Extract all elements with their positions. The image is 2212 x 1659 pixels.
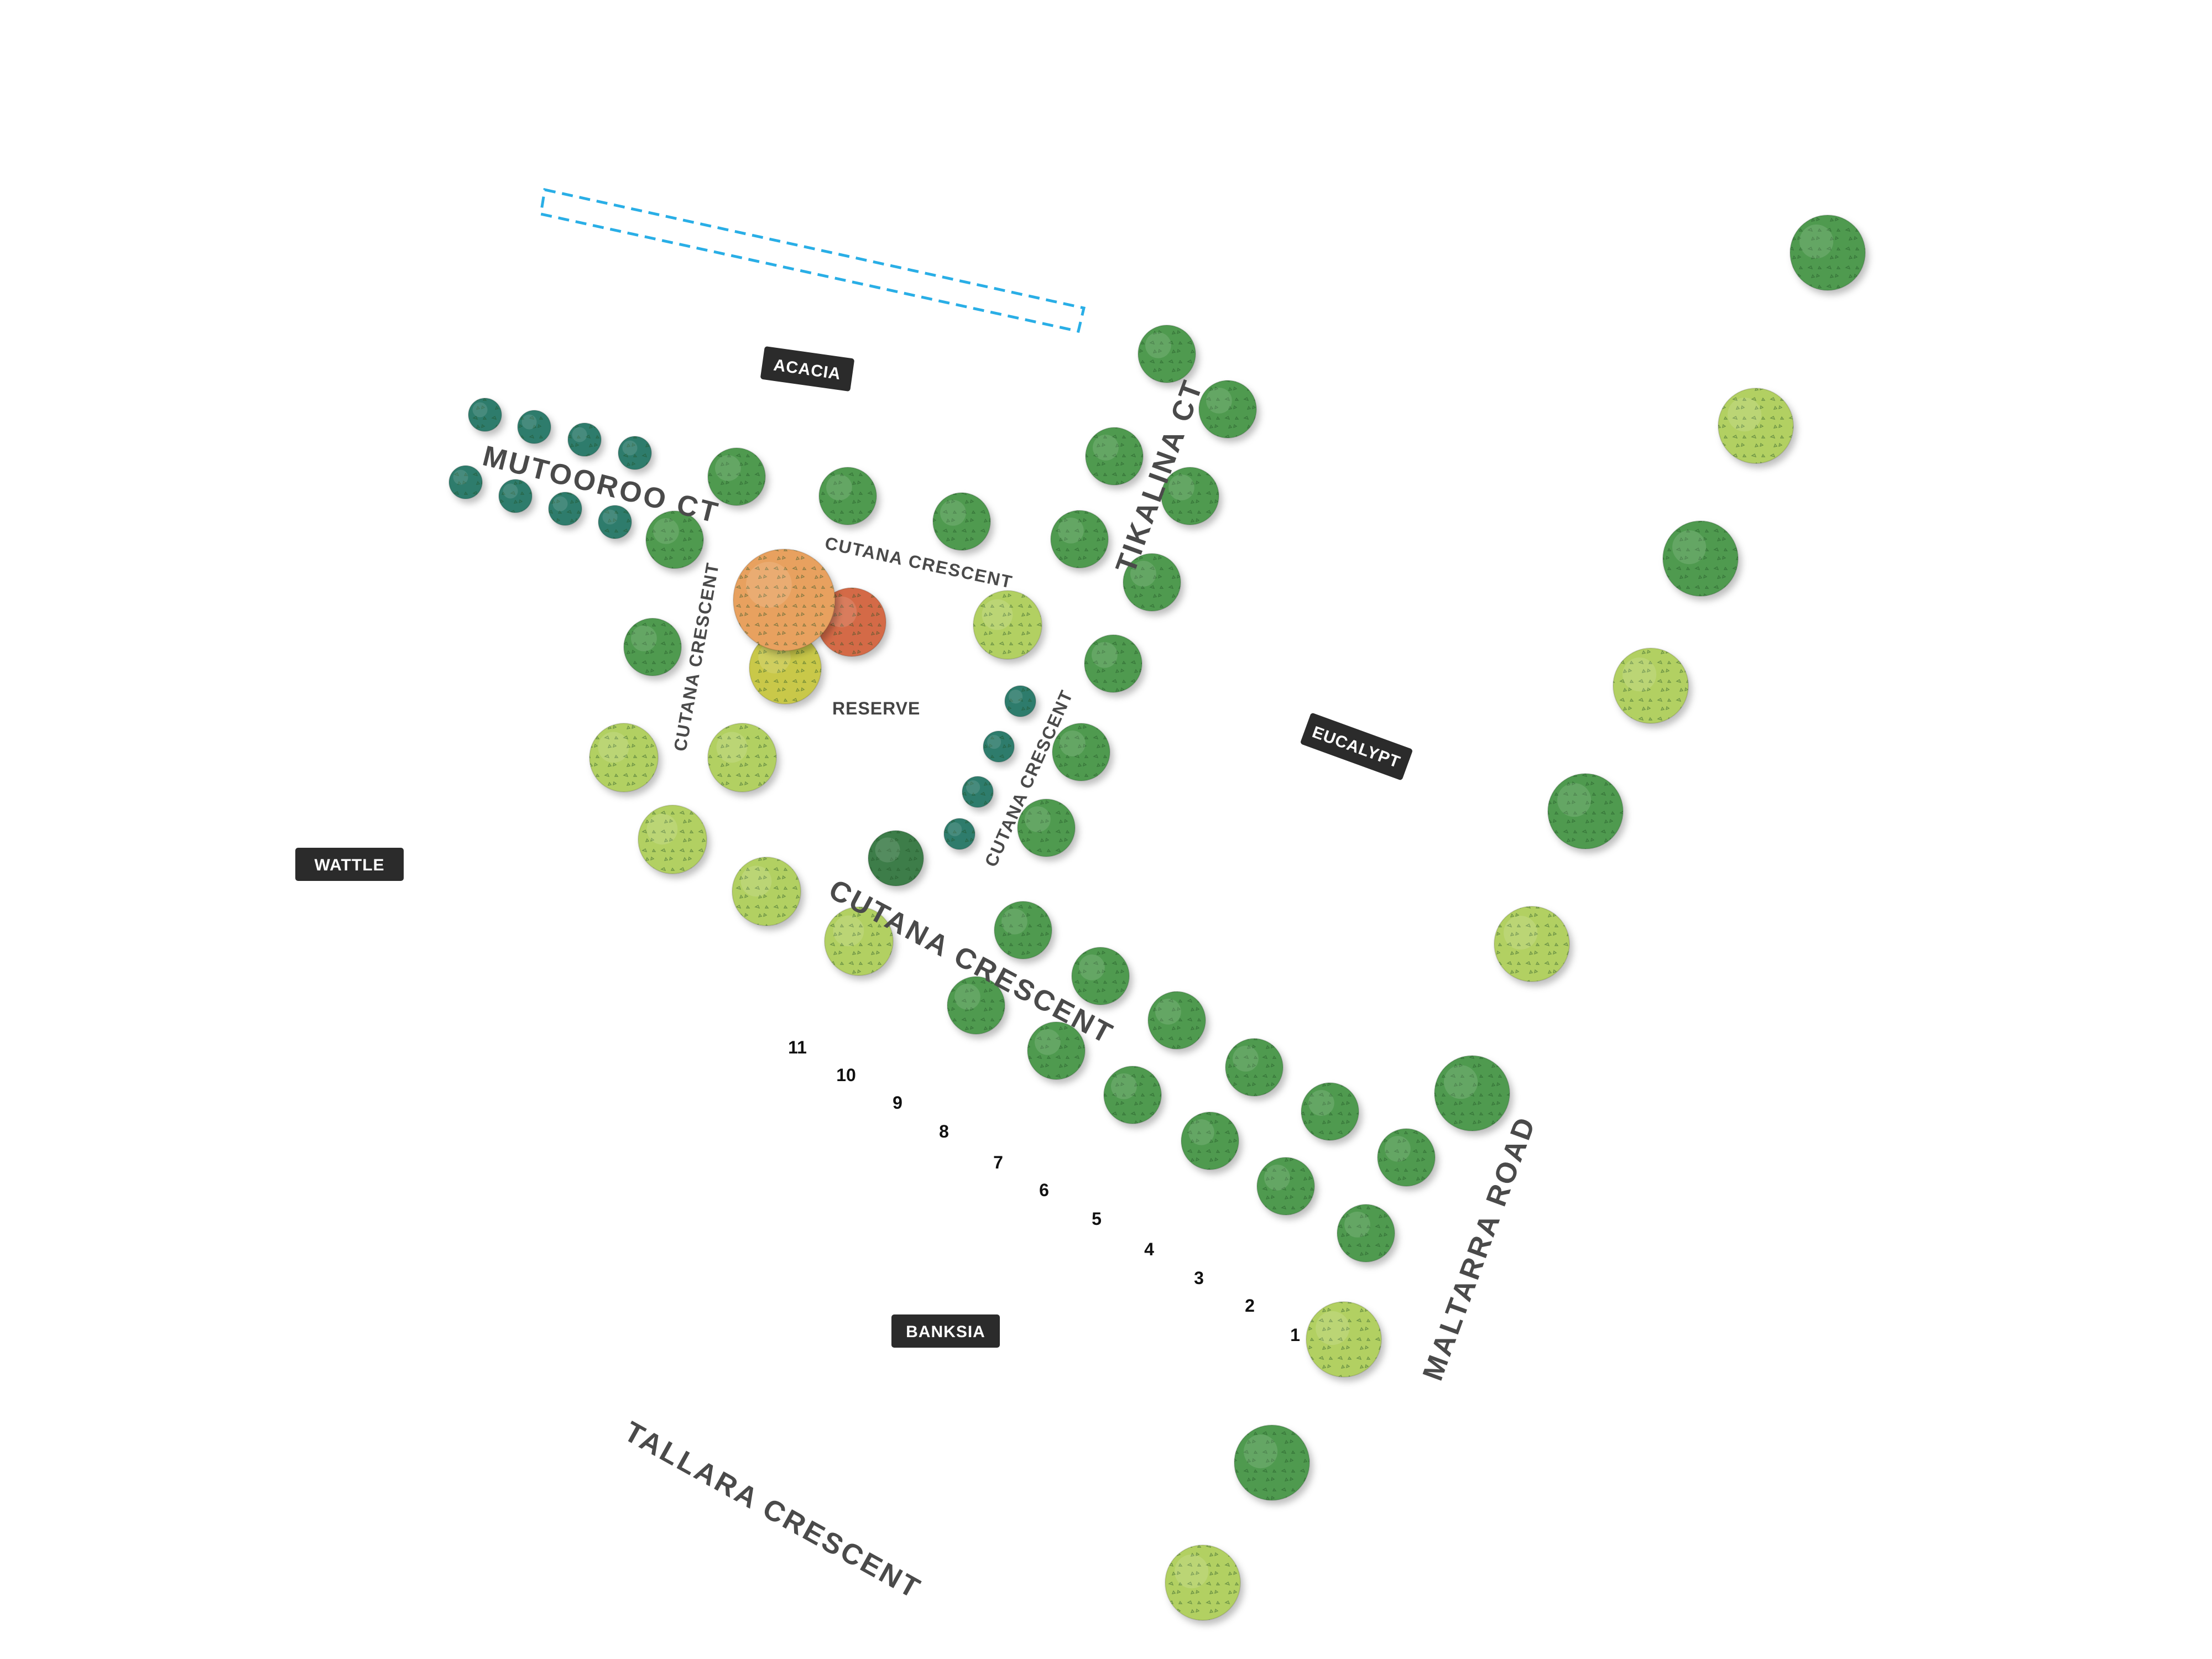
tree-icon	[1084, 634, 1142, 693]
plot-number-11[interactable]: 11	[788, 1037, 807, 1057]
tree-icon	[1547, 773, 1624, 849]
tree-icon	[589, 723, 659, 792]
plot-number-8[interactable]: 8	[939, 1121, 949, 1141]
tree-icon	[947, 976, 1005, 1035]
tree-icon	[983, 731, 1015, 763]
tree-icon	[932, 492, 991, 551]
tree-icon	[1004, 685, 1036, 717]
street-cutana-crescent-top: CUTANA CRESCENT	[823, 533, 1015, 592]
tree-icon	[733, 549, 836, 651]
tree-icon	[498, 479, 533, 513]
tree-icon	[732, 857, 801, 926]
tree-icon	[517, 410, 551, 444]
plot-numbers: 11 10 9 8 7 6 5 4 3 2 1	[788, 1037, 1300, 1345]
tree-icon	[749, 632, 822, 705]
tree-icon	[1198, 380, 1257, 439]
tree-icon	[1377, 1128, 1436, 1187]
tree-icon	[818, 467, 877, 525]
tree-icon	[994, 901, 1052, 959]
tree-icon	[1494, 906, 1570, 982]
tree-icon	[1301, 1082, 1359, 1141]
tree-icon	[1050, 510, 1109, 568]
plot-number-9[interactable]: 9	[893, 1093, 902, 1113]
tree-icon	[1306, 1301, 1382, 1378]
tree-icon	[1165, 1545, 1241, 1621]
tree-icon	[824, 906, 894, 976]
zone-tag-acacia[interactable]: ACACIA	[760, 346, 855, 392]
zone-tag-eucalypt[interactable]: EUCALYPT	[1300, 712, 1413, 780]
tree-icon	[1225, 1038, 1284, 1097]
tree-icon	[707, 447, 766, 506]
tree-icon	[1256, 1157, 1315, 1215]
tree-icon	[973, 590, 1042, 660]
tree-icon	[448, 465, 483, 499]
tree-icon	[1017, 799, 1076, 857]
tree-icon	[1234, 1425, 1310, 1501]
tree-icon	[623, 618, 682, 676]
tree-icon	[618, 436, 652, 470]
plot-number-4[interactable]: 4	[1144, 1239, 1154, 1259]
tree-icon	[1161, 467, 1219, 525]
tree-icon	[567, 422, 602, 457]
tree-icon	[1337, 1204, 1395, 1262]
tree-icon	[548, 492, 582, 526]
tree-icon	[1790, 215, 1866, 291]
trees-layer	[448, 215, 1866, 1621]
tree-icon	[1123, 553, 1181, 612]
zone-label-wattle: WATTLE	[314, 856, 384, 874]
zone-tag-banksia[interactable]: BANKSIA	[891, 1314, 1000, 1348]
plot-number-7[interactable]: 7	[993, 1152, 1003, 1172]
tree-icon	[645, 510, 704, 569]
tree-icon	[707, 723, 777, 792]
street-maltarra-road: MALTARRA ROAD	[1417, 1112, 1542, 1385]
plot-number-10[interactable]: 10	[836, 1065, 856, 1085]
tree-icon	[943, 818, 975, 850]
tree-icon	[1181, 1112, 1239, 1170]
boundary-outline	[539, 187, 1086, 333]
tree-icon	[1138, 325, 1196, 383]
zone-tag-wattle[interactable]: WATTLE	[295, 848, 404, 881]
tree-icon	[1434, 1055, 1510, 1131]
tree-icon	[1147, 991, 1206, 1050]
tree-icon	[1103, 1066, 1162, 1124]
reserve-label: RESERVE	[832, 698, 920, 718]
tree-icon	[1662, 520, 1739, 597]
tree-icon	[868, 830, 924, 886]
plot-number-6[interactable]: 6	[1039, 1180, 1049, 1200]
tree-icon	[1027, 1021, 1086, 1080]
tree-icon	[1085, 427, 1144, 486]
plot-number-1[interactable]: 1	[1290, 1325, 1300, 1345]
tree-icon	[1052, 723, 1110, 781]
tree-icon	[1613, 648, 1689, 724]
tree-icon	[1071, 947, 1130, 1005]
tree-icon	[962, 776, 994, 808]
plot-number-5[interactable]: 5	[1092, 1209, 1102, 1229]
plot-number-3[interactable]: 3	[1194, 1268, 1204, 1288]
tree-icon	[598, 505, 632, 539]
tree-icon	[1718, 388, 1794, 464]
street-labels: MUTOOROO CT TIKALINA CT CUTANA CRESCENT …	[479, 375, 1542, 1605]
tree-icon	[468, 398, 502, 432]
zone-label-banksia: BANKSIA	[906, 1323, 985, 1341]
street-tallara-crescent: TALLARA CRESCENT	[619, 1416, 927, 1606]
tree-icon	[638, 805, 707, 874]
plot-number-2[interactable]: 2	[1245, 1296, 1255, 1316]
